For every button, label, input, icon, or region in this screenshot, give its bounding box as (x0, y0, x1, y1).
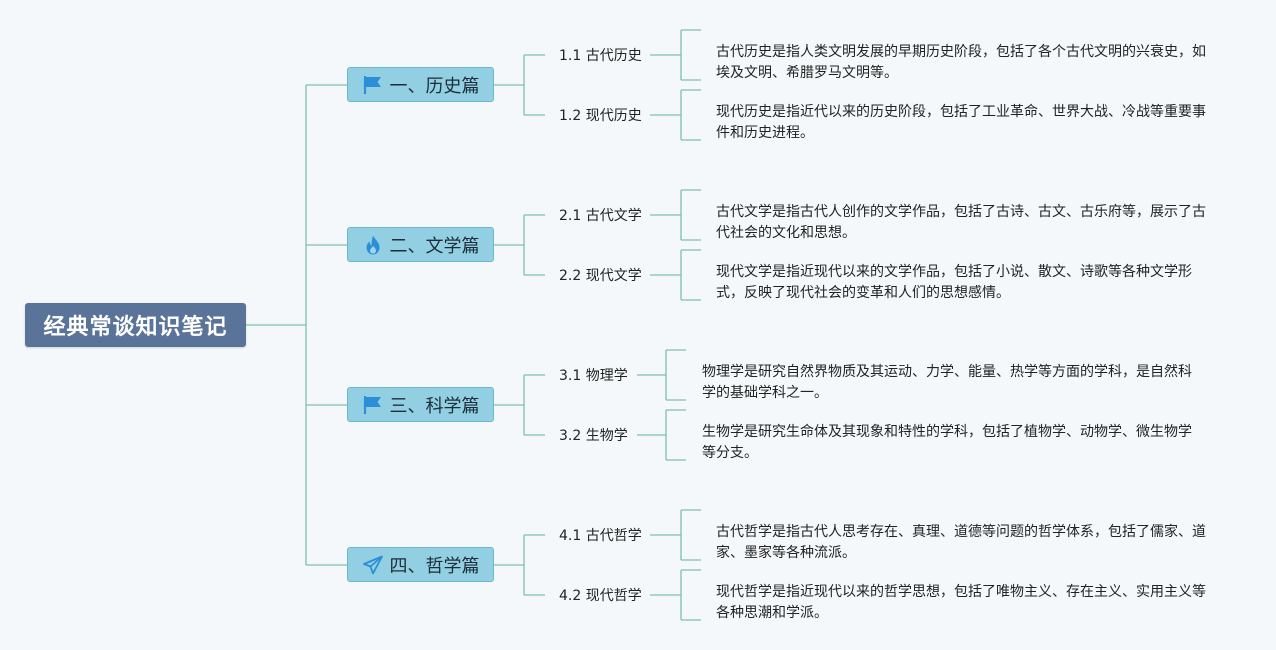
note-modern-literature[interactable]: 现代文学是指近现代以来的文学作品，包括了小说、散文、诗歌等各种文学形式，反映了现… (716, 264, 1192, 301)
flag-icon (362, 74, 384, 96)
branch-literature[interactable]: 二、文学篇 (347, 227, 494, 262)
subtopic-modern-philosophy[interactable]: 4.2 现代哲学 (559, 588, 642, 604)
flag-icon (362, 394, 384, 416)
branch-label: 四、哲学篇 (389, 555, 480, 577)
note-ancient-history[interactable]: 古代历史是指人类文明发展的早期历史阶段，包括了各个古代文明的兴衰史，如埃及文明、… (716, 44, 1206, 81)
branch-philosophy[interactable]: 四、哲学篇 (347, 547, 494, 582)
root-title: 经典常谈知识笔记 (43, 315, 228, 340)
note-ancient-philosophy[interactable]: 古代哲学是指古代人思考存在、真理、道德等问题的哲学体系，包括了儒家、道家、墨家等… (716, 524, 1206, 561)
branch-label: 一、历史篇 (389, 75, 480, 97)
note-ancient-literature[interactable]: 古代文学是指古代人创作的文学作品，包括了古诗、古文、古乐府等，展示了古代社会的文… (716, 204, 1206, 241)
branch-label: 二、文学篇 (389, 235, 480, 257)
fire-icon (362, 234, 384, 256)
branch-history[interactable]: 一、历史篇 (347, 67, 494, 102)
subtopic-ancient-history[interactable]: 1.1 古代历史 (559, 48, 642, 64)
subtopic-modern-literature[interactable]: 2.2 现代文学 (559, 268, 642, 284)
paper-plane-icon (362, 554, 384, 576)
branch-science[interactable]: 三、科学篇 (347, 387, 494, 422)
subtopic-ancient-philosophy[interactable]: 4.1 古代哲学 (559, 528, 642, 544)
subtopic-modern-history[interactable]: 1.2 现代历史 (559, 108, 642, 124)
branch-label: 三、科学篇 (389, 395, 480, 417)
subtopic-biology[interactable]: 3.2 生物学 (559, 428, 628, 444)
subtopic-physics[interactable]: 3.1 物理学 (559, 368, 628, 384)
note-modern-history[interactable]: 现代历史是指近代以来的历史阶段，包括了工业革命、世界大战、冷战等重要事件和历史进… (716, 104, 1206, 141)
root-topic[interactable]: 经典常谈知识笔记 (25, 303, 246, 347)
note-biology[interactable]: 生物学是研究生命体及其现象和特性的学科，包括了植物学、动物学、微生物学等分支。 (702, 424, 1192, 461)
note-physics[interactable]: 物理学是研究自然界物质及其运动、力学、能量、热学等方面的学科，是自然科学的基础学… (702, 364, 1192, 401)
note-modern-philosophy[interactable]: 现代哲学是指近现代以来的哲学思想，包括了唯物主义、存在主义、实用主义等各种思潮和… (716, 584, 1206, 621)
subtopic-ancient-literature[interactable]: 2.1 古代文学 (559, 208, 642, 224)
